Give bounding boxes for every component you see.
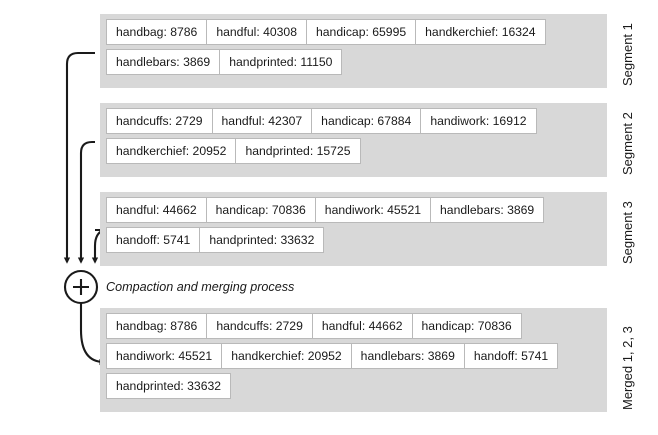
segment-container-3: handful: 44662 handicap: 70836 handiwork… [100,192,607,266]
entry-box[interactable]: handbag: 8786 [106,19,208,45]
wire-segment-2 [77,140,95,264]
entry-box[interactable]: handprinted: 33632 [106,373,232,399]
segment-2-row-1: handcuffs: 2729 handful: 42307 handicap:… [106,108,601,134]
entry-box[interactable]: handful: 40308 [206,19,307,45]
entry-box[interactable]: handkerchief: 16324 [415,19,546,45]
entry-box[interactable]: handiwork: 45521 [106,343,223,369]
segment-1-row-2: handlebars: 3869 handprinted: 11150 [106,49,601,75]
entry-box[interactable]: handful: 42307 [211,108,313,134]
segment-label-2: Segment 2 [620,112,635,175]
merged-row-1: handbag: 8786 handcuffs: 2729 handful: 4… [106,313,601,339]
entry-box[interactable]: handiwork: 16912 [420,108,537,134]
segment-2-row-2: handkerchief: 20952 handprinted: 15725 [106,138,601,164]
entry-box[interactable]: handoff: 5741 [463,343,559,369]
entry-box[interactable]: handprinted: 15725 [235,138,361,164]
segment-label-1: Segment 1 [620,23,635,86]
entry-box[interactable]: handbag: 8786 [106,313,208,339]
entry-box[interactable]: handicap: 70836 [205,197,316,223]
segment-container-2: handcuffs: 2729 handful: 42307 handicap:… [100,103,607,177]
compaction-caption: Compaction and merging process [106,280,295,294]
plus-icon [73,279,89,295]
segment-3-row-1: handful: 44662 handicap: 70836 handiwork… [106,197,601,223]
segment-3-row-2: handoff: 5741 handprinted: 33632 [106,227,601,253]
segment-1-row-1: handbag: 8786 handful: 40308 handicap: 6… [106,19,601,45]
entry-box[interactable]: handicap: 70836 [411,313,522,339]
merged-row-3: handprinted: 33632 [106,373,601,399]
entry-box[interactable]: handful: 44662 [311,313,413,339]
merged-container: handbag: 8786 handcuffs: 2729 handful: 4… [100,308,607,412]
entry-box[interactable]: handiwork: 45521 [314,197,432,223]
merged-row-2: handiwork: 45521 handkerchief: 20952 han… [106,343,601,369]
entry-box[interactable]: handlebars: 3869 [430,197,545,223]
entry-box[interactable]: handlebars: 3869 [350,343,465,369]
entry-box[interactable]: handprinted: 11150 [219,49,343,75]
merged-label: Merged 1, 2, 3 [620,326,635,410]
entry-box[interactable]: handicap: 65995 [306,19,417,45]
entry-box[interactable]: handoff: 5741 [106,227,201,253]
wire-merged-output [79,303,106,366]
segment-label-3: Segment 3 [620,201,635,264]
entry-box[interactable]: handcuffs: 2729 [206,313,313,339]
entry-box[interactable]: handkerchief: 20952 [221,343,352,369]
segment-container-1: handbag: 8786 handful: 40308 handicap: 6… [100,14,607,88]
wire-segment-1 [63,51,95,264]
entry-box[interactable]: handprinted: 33632 [199,227,325,253]
entry-box[interactable]: handicap: 67884 [311,108,422,134]
entry-box[interactable]: handlebars: 3869 [106,49,221,75]
entry-box[interactable]: handkerchief: 20952 [106,138,237,164]
entry-box[interactable]: handcuffs: 2729 [106,108,213,134]
entry-box[interactable]: handful: 44662 [106,197,207,223]
